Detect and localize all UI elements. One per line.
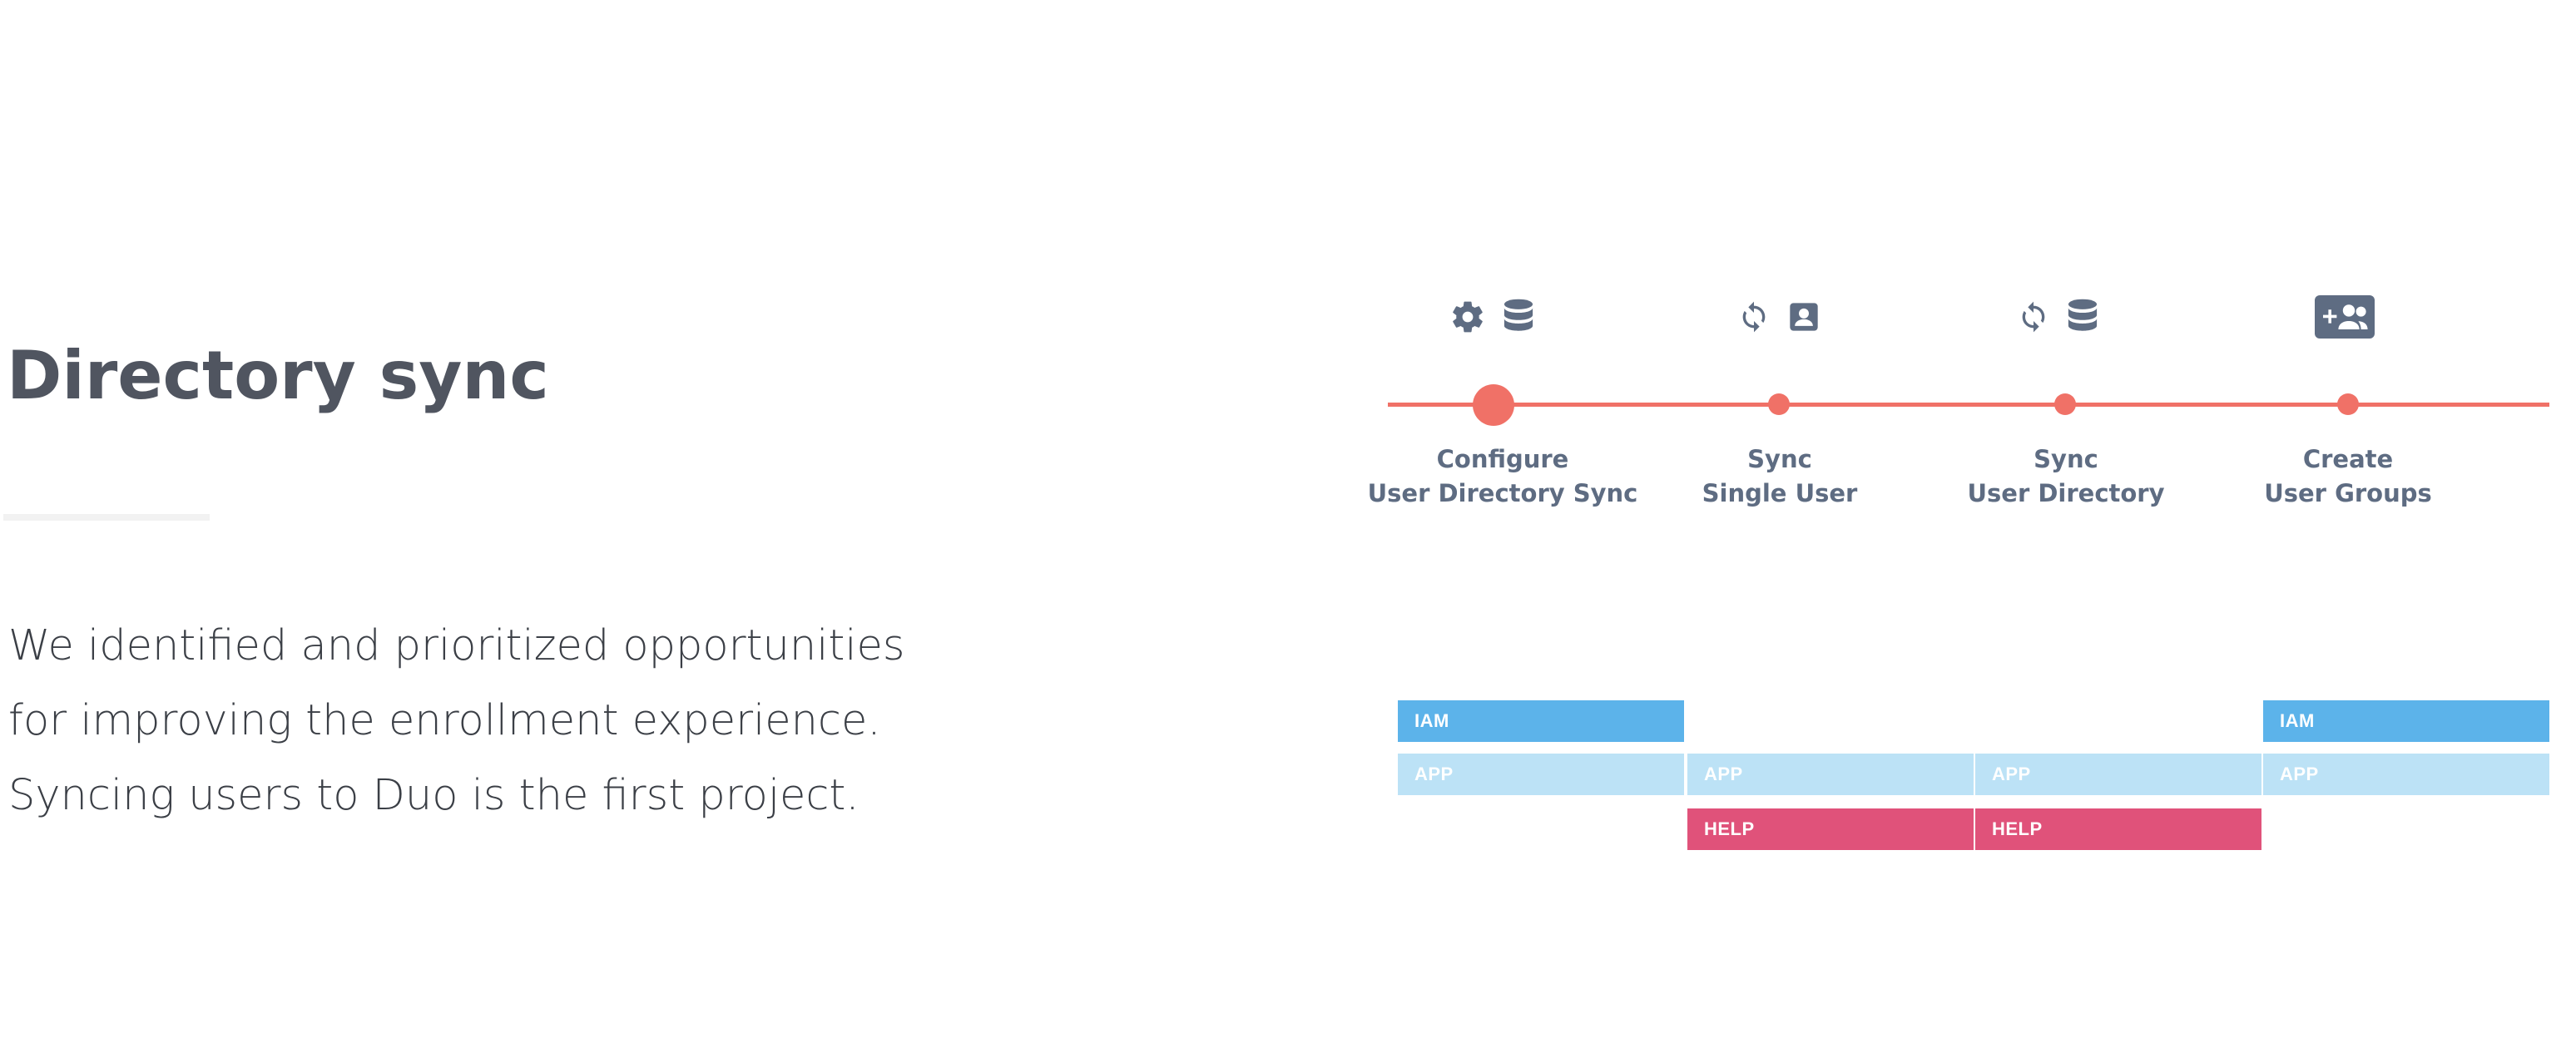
bar-app: APP [1975,754,2261,795]
sync-icon [1737,299,1771,335]
title-divider [3,514,210,521]
bar-app: APP [1398,754,1684,795]
step-2-icons [1737,295,1821,339]
gear-icon [1449,299,1486,335]
user-card-icon [1787,300,1821,334]
intro-line: Syncing users to Duo is the first projec… [8,771,859,820]
bar-app: APP [2263,754,2549,795]
bar-iam: IAM [1398,700,1684,742]
step-label-line: Single User [1702,479,1858,507]
step-label-line: Sync [1747,445,1812,473]
timeline-track [1388,403,2549,407]
step-label-line: Configure [1436,445,1569,473]
timeline-node [2054,393,2076,415]
step-label: Sync User Directory [1916,442,2216,511]
step-label-line: User Groups [2264,479,2432,507]
step-label-line: Sync [2034,445,2098,473]
step-4-icons [2315,295,2375,339]
bar-help: HELP [1975,808,2261,850]
step-1-icons [1449,295,1534,339]
timeline-node [2337,393,2359,415]
timeline-node [1768,393,1790,415]
bar-iam: IAM [2263,700,2549,742]
add-group-icon [2315,295,2375,339]
step-3-icons [2017,295,2098,339]
intro-paragraph: We identified and prioritized opportunit… [8,609,904,833]
step-label-line: User Directory [1967,479,2165,507]
step-label: Create User Groups [2198,442,2498,511]
database-icon [1503,298,1534,336]
intro-line: We identified and prioritized opportunit… [8,621,905,670]
page-title: Directory sync [7,337,549,414]
step-label: Sync Single User [1630,442,1930,511]
step-label-line: Create [2302,445,2394,473]
intro-line: for improving the enrollment experience. [8,696,881,745]
bar-app: APP [1687,754,1974,795]
timeline-node-active [1473,384,1514,426]
step-label: Configure User Directory Sync [1353,442,1652,511]
bar-help: HELP [1687,808,1974,850]
database-icon [2067,298,2098,336]
sync-icon [2017,299,2050,335]
step-label-line: User Directory Sync [1367,479,1638,507]
